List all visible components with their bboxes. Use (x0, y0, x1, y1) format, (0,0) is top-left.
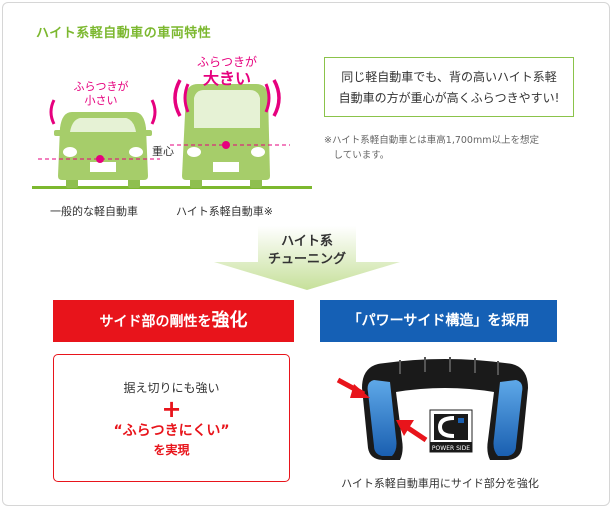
power-side-badge: POWER SIDE (429, 409, 473, 453)
center-of-gravity-label: 重心 (152, 144, 174, 158)
tire-illustration: POWER SIDE (336, 357, 528, 460)
tire-body-icon (362, 359, 528, 460)
arrow-label-1: ハイト系 (281, 233, 333, 249)
arrow-label-2: チューニング (268, 251, 346, 267)
normal-wobble-label-1: ふらつきが (74, 79, 129, 93)
height-wobble-label-2: 大きい (203, 69, 251, 88)
wobble-large-left-icon (173, 79, 182, 117)
height-car-icon (182, 84, 270, 188)
power-side-badge-text: POWER SIDE (432, 445, 470, 452)
side-rigidity-header: サイド部の剛性を強化 (53, 300, 294, 342)
cars-illustration: ふらつきが 小さい ふらつきが 大きい 重心 (32, 54, 312, 189)
benefit-line-2: “ふらつきにくい” (113, 423, 230, 439)
down-arrow-icon (214, 226, 400, 290)
page-title: ハイト系軽自動車の車両特性 (36, 26, 212, 41)
plus-icon: + (161, 395, 182, 423)
footnote: ※ハイト系軽自動車とは車高1,700mm以上を想定 しています。 (324, 133, 584, 163)
cog-dot-height (222, 141, 230, 149)
footnote-line-2: しています。 (324, 150, 390, 161)
wobble-large-right-icon (272, 79, 281, 117)
height-car-caption: ハイト系軽自動車※ (176, 205, 273, 218)
benefit-line-1: 据え切りにも強い (123, 381, 220, 395)
tuning-arrow: ハイト系 チューニング (214, 226, 400, 290)
height-wobble-label-1: ふらつきが (197, 54, 257, 69)
normal-car-caption: 一般的な軽自動車 (50, 205, 138, 218)
normal-wobble-label-2: 小さい (85, 94, 118, 107)
callout-line-1: 同じ軽自動車でも、背の高いハイト系軽 (341, 70, 557, 84)
callout-box: 同じ軽自動車でも、背の高いハイト系軽 自動車の方が重心が高くふらつきやすい! (324, 57, 574, 117)
benefit-box: 据え切りにも強い + “ふらつきにくい” を実現 (53, 354, 290, 482)
wobble-right-icon (150, 99, 157, 125)
footnote-line-1: ※ハイト系軽自動車とは車高1,700mm以上を想定 (324, 135, 539, 146)
benefit-line-3: を実現 (153, 443, 190, 457)
normal-car-icon (54, 112, 152, 188)
left-sidewall-icon (367, 380, 397, 456)
callout-line-2: 自動車の方が重心が高くふらつきやすい! (338, 91, 560, 105)
side-rigidity-emphasis: 強化 (211, 310, 248, 331)
side-rigidity-title: サイド部の剛性を (99, 314, 212, 330)
power-side-header: 「パワーサイド構造」を採用 (320, 300, 557, 342)
cog-dot-normal (96, 155, 104, 163)
ground-line (32, 186, 312, 189)
tire-caption: ハイト系軽自動車用にサイド部分を強化 (341, 477, 539, 490)
right-sidewall-icon (493, 380, 523, 456)
wobble-left-icon (49, 99, 56, 125)
